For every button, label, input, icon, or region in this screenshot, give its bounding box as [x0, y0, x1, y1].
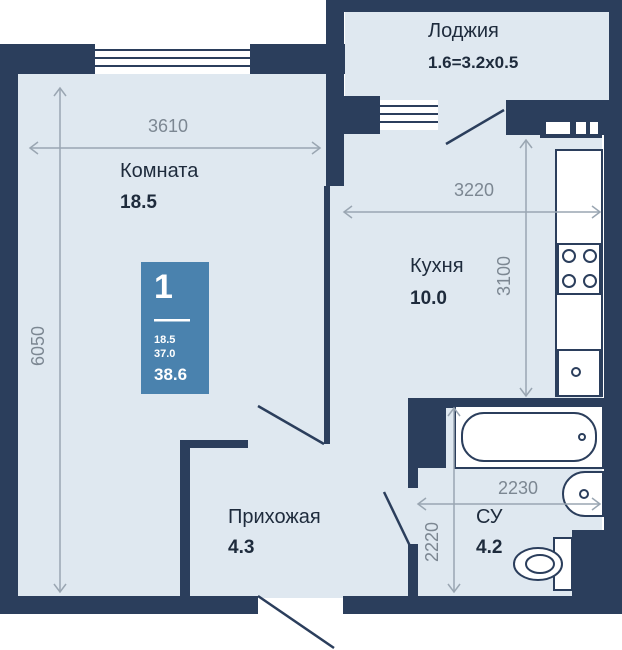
rooms-count: 1: [154, 268, 173, 306]
window-icon: [380, 100, 438, 130]
room-area: 18.5: [120, 192, 157, 213]
loggia-name: Лоджия: [428, 20, 499, 42]
bathtub-icon: [454, 405, 604, 469]
badge-total-area-b: 38.6: [154, 365, 187, 384]
walls: [0, 0, 622, 614]
room-width-dim: 3610: [148, 116, 188, 136]
kitchen-name: Кухня: [410, 255, 464, 277]
bathroom-area: 4.2: [476, 537, 502, 558]
hall-area: 4.3: [228, 537, 254, 558]
badge-divider: [154, 319, 190, 322]
loggia-area: 1.6=3.2x0.5: [428, 53, 518, 72]
hall-name: Прихожая: [228, 506, 321, 528]
sink-icon: [557, 349, 601, 397]
kitchen-area: 10.0: [410, 288, 447, 309]
badge-total-area-a: 37.0: [154, 348, 175, 360]
kitchen-width-dim: 3220: [454, 180, 494, 200]
apartment-badge: 1 18.5 37.0 38.6: [141, 262, 209, 394]
room-length-dim: 6050: [28, 326, 48, 366]
stove-icon: [557, 243, 601, 295]
badge-living-area: 18.5: [154, 334, 175, 346]
toilet-icon: [513, 537, 573, 591]
kitchen-length-dim: 3100: [494, 256, 514, 296]
door-swing-icon: [257, 108, 505, 650]
bathroom-name: СУ: [476, 506, 503, 528]
dimension-lines: [28, 86, 602, 594]
bath-width-dim: 2230: [498, 478, 538, 498]
washbasin-icon: [562, 471, 604, 517]
bath-length-dim: 2220: [422, 522, 442, 562]
kitchen-counter: [540, 118, 603, 397]
room-name: Комната: [120, 160, 199, 182]
window-icon: [95, 44, 250, 74]
